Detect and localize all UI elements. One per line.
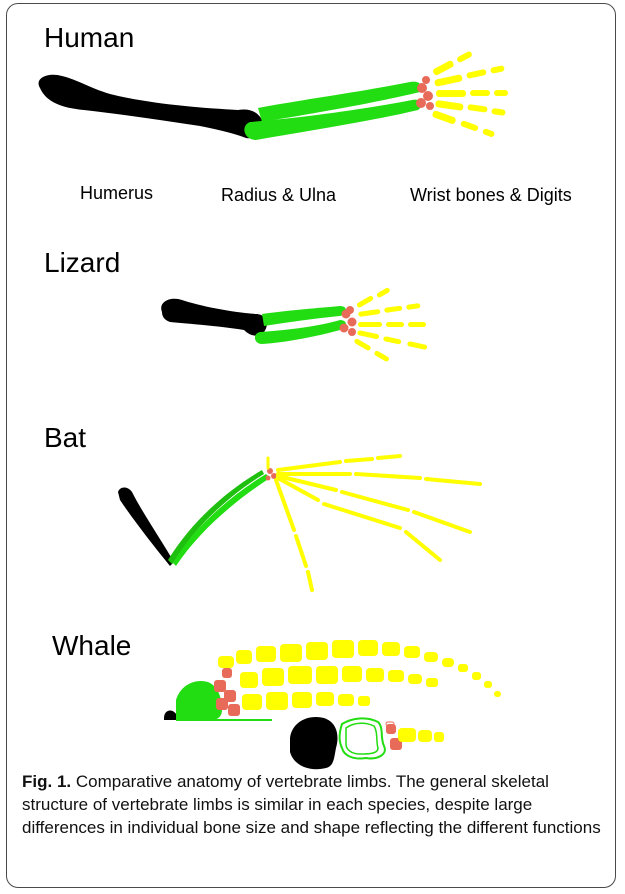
lizard-humerus <box>161 299 267 336</box>
human-wrist-bones <box>416 76 434 110</box>
bat-digits <box>268 456 480 590</box>
figure-caption: Fig. 1. Comparative anatomy of vertebrat… <box>22 770 614 839</box>
human-humerus <box>39 75 263 139</box>
whale-flipper <box>164 640 501 769</box>
bat-humerus <box>118 488 174 567</box>
bat-wing <box>118 456 480 590</box>
human-digits <box>432 50 508 137</box>
whale-lower-humerus <box>290 717 338 769</box>
whale-wrist-bones <box>214 668 240 716</box>
caption-label: Fig. 1. <box>22 772 71 791</box>
bat-radius <box>172 474 270 566</box>
human-arm <box>39 50 508 140</box>
lizard-digits <box>354 287 428 362</box>
caption-text: Comparative anatomy of vertebrate limbs.… <box>22 772 601 837</box>
whale-lower-digits <box>398 728 444 742</box>
whale-digits <box>218 640 501 710</box>
lizard-arm <box>161 287 427 362</box>
